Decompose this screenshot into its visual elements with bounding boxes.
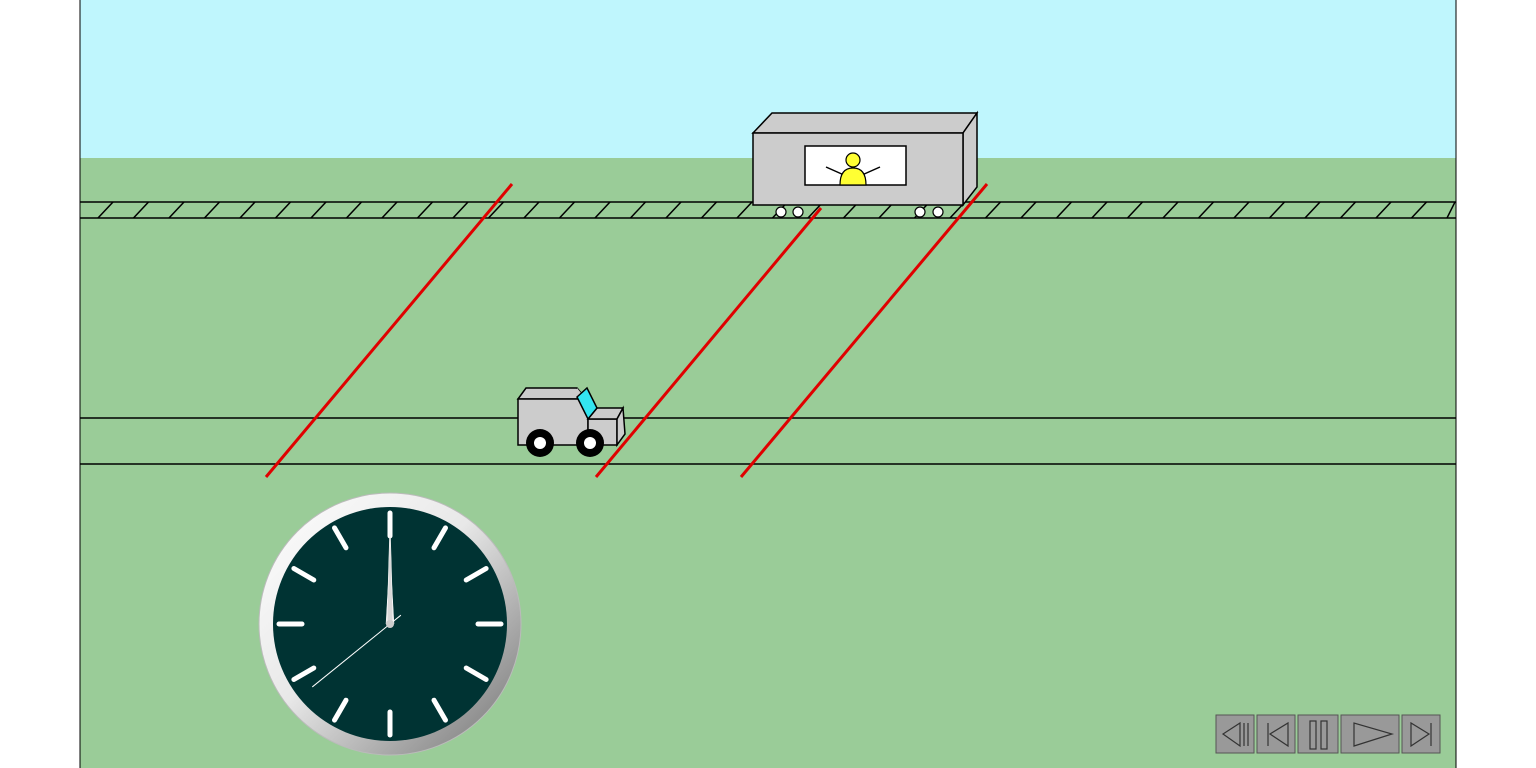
passenger-figure	[825, 152, 881, 186]
railway-ties	[97, 201, 1456, 219]
railway-tie	[274, 201, 292, 219]
train-wheels	[775, 206, 944, 218]
railway-tie	[310, 201, 327, 219]
clock-hour-marks	[276, 510, 504, 738]
railway-tie	[1162, 201, 1179, 219]
clock-hour-mark	[291, 566, 317, 583]
railway-tie	[168, 201, 185, 219]
clock-second-hand	[311, 614, 402, 688]
railway-tie	[1091, 201, 1108, 219]
railway-tie	[984, 201, 1002, 219]
clock-hands	[311, 519, 402, 688]
railway-tie	[239, 201, 256, 219]
clock-hour-mark	[463, 665, 489, 682]
rewind-button[interactable]	[1215, 714, 1255, 754]
railway-tie	[1339, 201, 1357, 219]
railway-tie	[1375, 201, 1392, 219]
car-wheels	[526, 429, 604, 457]
railway-tie	[1410, 201, 1428, 219]
pause-icon	[1309, 720, 1328, 750]
worldline-3	[739, 183, 989, 478]
railway-tie	[1055, 201, 1073, 219]
worldline-2	[594, 207, 823, 478]
railway-tie	[558, 201, 576, 219]
railway-tie	[416, 201, 434, 219]
clock-hub	[386, 620, 394, 628]
car	[516, 386, 626, 457]
skip-to-start-button[interactable]	[1256, 714, 1296, 754]
railway-tie	[1268, 201, 1286, 219]
railway-tie	[736, 201, 753, 219]
railway-tie	[487, 201, 505, 219]
railway-tie	[452, 201, 469, 219]
railway-tie	[594, 201, 611, 219]
railway-tie	[381, 201, 398, 219]
clock-hour-mark	[463, 566, 489, 583]
railway-tie	[629, 201, 647, 219]
skip-end-icon	[1410, 721, 1432, 748]
railway-tie	[1020, 201, 1037, 219]
clock-hour-mark	[332, 525, 349, 551]
car-windshield	[576, 386, 598, 421]
clock-hour-mark	[291, 665, 317, 682]
worldlines	[264, 183, 989, 478]
railway-tie	[1197, 201, 1215, 219]
play-button[interactable]	[1340, 714, 1400, 754]
worldline-1	[264, 183, 514, 478]
road	[80, 417, 1456, 465]
skip-to-end-button[interactable]	[1401, 714, 1441, 754]
train-car	[751, 110, 979, 218]
pause-button[interactable]	[1297, 714, 1339, 754]
skip-start-icon	[1267, 721, 1289, 748]
railway-tie	[1233, 201, 1250, 219]
play-icon	[1353, 722, 1395, 747]
railway-tie	[1446, 201, 1456, 219]
railway-tie	[97, 201, 114, 219]
railway-tie	[203, 201, 221, 219]
clock-hour-mark	[431, 697, 448, 723]
playback-controls	[1215, 714, 1441, 754]
rewind-icon	[1221, 721, 1249, 748]
clock-hour-mark	[332, 697, 349, 723]
railway-tie	[665, 201, 682, 219]
railway-tie	[1304, 201, 1321, 219]
railway-tie	[132, 201, 150, 219]
railway-tie	[345, 201, 363, 219]
clock-hour-mark	[431, 525, 448, 551]
railway-tie	[523, 201, 540, 219]
clock	[258, 492, 522, 756]
railway-tie	[700, 201, 718, 219]
railway-tie	[1126, 201, 1144, 219]
